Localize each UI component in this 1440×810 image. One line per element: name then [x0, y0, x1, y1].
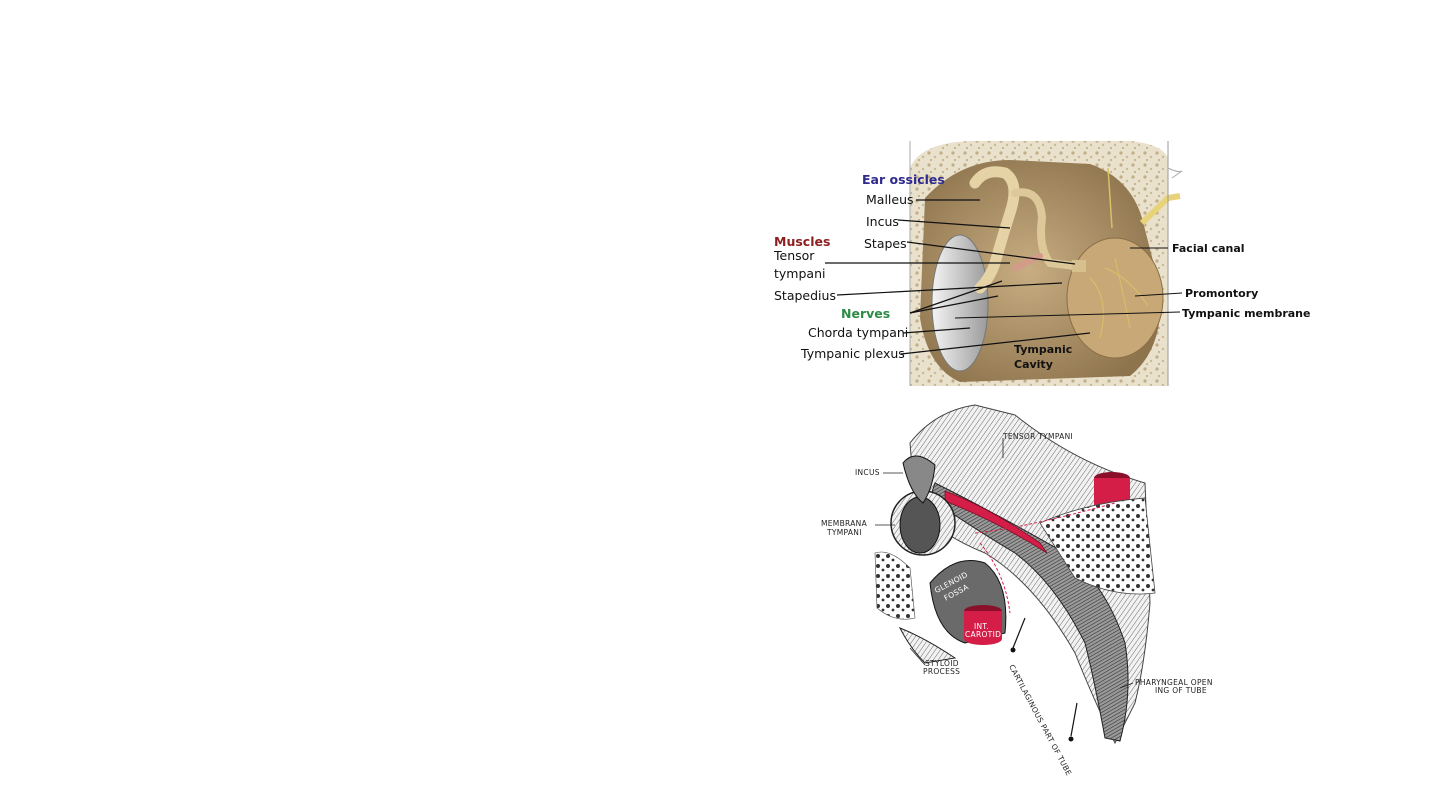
stapedius-label: Stapedius	[774, 288, 836, 303]
pharyngeal-opening-label-2: ING OF TUBE	[1155, 686, 1207, 695]
tensor-tympani-label: TENSOR TYMPANI	[1003, 432, 1074, 441]
styloid-process-label-2: PROCESS	[923, 667, 961, 676]
tensor-tympani-label-2: tympani	[774, 266, 826, 281]
ear-ossicles-heading: Ear ossicles	[862, 172, 945, 187]
nerves-heading: Nerves	[841, 306, 891, 321]
incus-gray-label: INCUS	[855, 468, 880, 477]
stapes-label: Stapes	[864, 236, 907, 251]
incus-label: Incus	[866, 214, 899, 229]
pharyngeal-opening-label-1: PHARYNGEAL OPEN	[1135, 678, 1213, 687]
middle-ear-illustration	[825, 141, 1183, 386]
malleus-label: Malleus	[866, 192, 914, 207]
tensor-tympani-label-1: Tensor	[774, 248, 815, 263]
chorda-tympani-label: Chorda tympani	[808, 325, 909, 340]
membrana-tympani-label-2: TYMPANI	[827, 528, 862, 537]
tympanic-cavity-label-1: Tympanic	[1014, 343, 1073, 356]
muscles-heading: Muscles	[774, 234, 831, 249]
tympanic-cavity-label-2: Cavity	[1014, 358, 1053, 371]
int-carotid-label-1: INT.	[974, 622, 990, 631]
promontory-label: Promontory	[1185, 287, 1259, 300]
auditory-tube-illustration	[874, 404, 1156, 745]
tympanic-membrane-label: Tympanic membrane	[1182, 307, 1311, 320]
styloid-process-label-1: STYLOID	[925, 659, 959, 668]
auditory-tube-figure: TENSOR TYMPANI INCUS MEMBRANA TYMPANI GL…	[815, 403, 1235, 777]
tympanic-plexus-label: Tympanic plexus	[801, 346, 905, 361]
int-carotid-label-2: CAROTID	[965, 630, 1002, 639]
middle-ear-figure: Ear ossicles Muscles Nerves Malleus Incu…	[770, 138, 1310, 390]
membrana-tympani-label-1: MEMBRANA	[821, 519, 868, 528]
facial-canal-label: Facial canal	[1172, 242, 1245, 255]
